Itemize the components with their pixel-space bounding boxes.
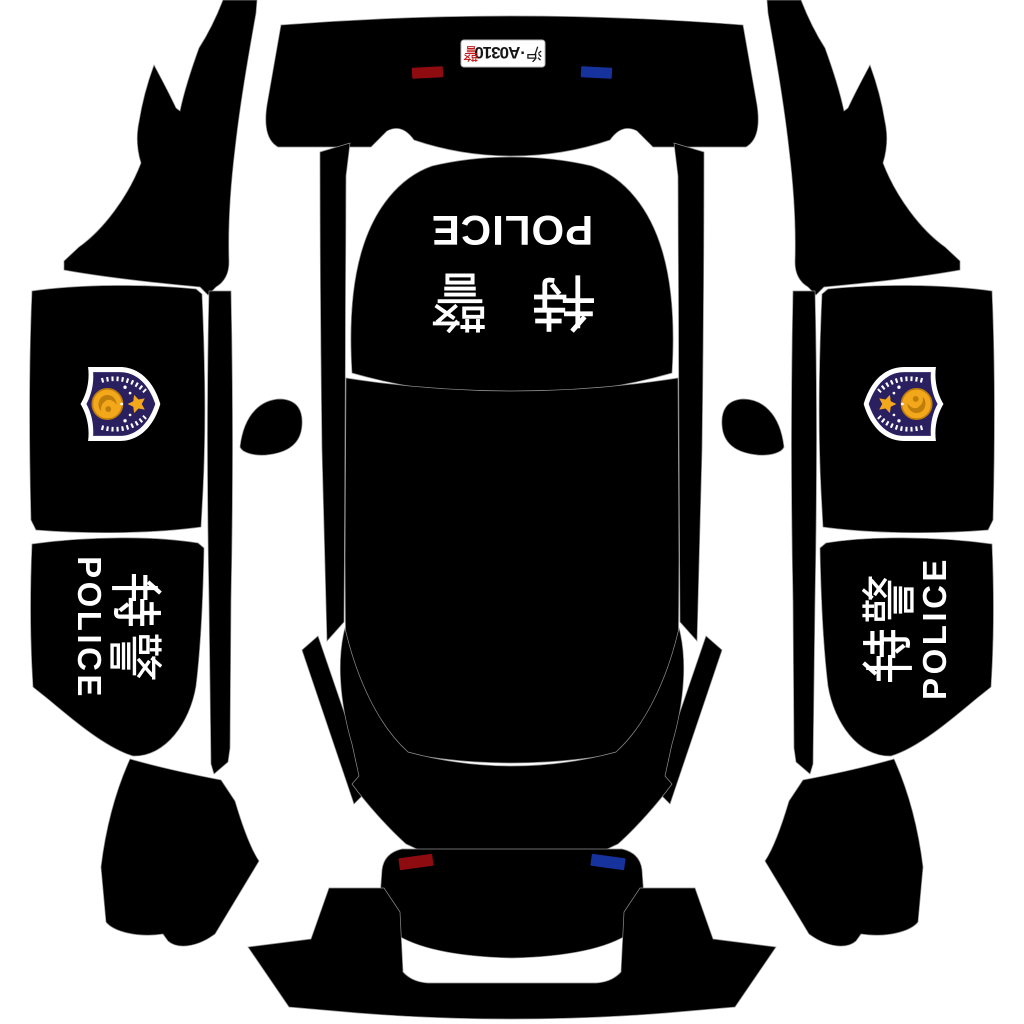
wheel-arch-piece-left [100,758,260,947]
rocker-strip-right [791,290,817,775]
front-bumper-panel [379,848,645,959]
hood-police-text: POLICE [431,207,593,254]
front-light-left [398,853,434,871]
roof-panel [344,377,680,764]
rear-quarter-panel-right [766,0,961,296]
rear-quarter-panel-left [63,0,258,296]
trunk-panel [339,627,685,852]
rocker-strip-left [207,290,233,775]
side-police-text-left: POLICE [71,556,108,700]
side-text-left: POLICE [71,556,162,700]
front-splitter-band [247,887,777,1020]
rear-light-left [411,66,444,79]
side-police-text-right: POLICE [916,556,953,700]
rear-bumper-panel: ·A0310 [265,15,759,157]
front-light-right [590,853,626,871]
side-text-right: POLICE [862,556,953,700]
hood-panel: POLICE [350,156,674,396]
plate-serial: ·A0310 [475,43,525,62]
license-plate: ·A0310 [460,39,546,68]
rear-light-right [580,66,613,79]
side-mirror-left [239,398,303,456]
side-mirror-right [721,398,785,456]
wheel-arch-piece-right [764,758,924,947]
